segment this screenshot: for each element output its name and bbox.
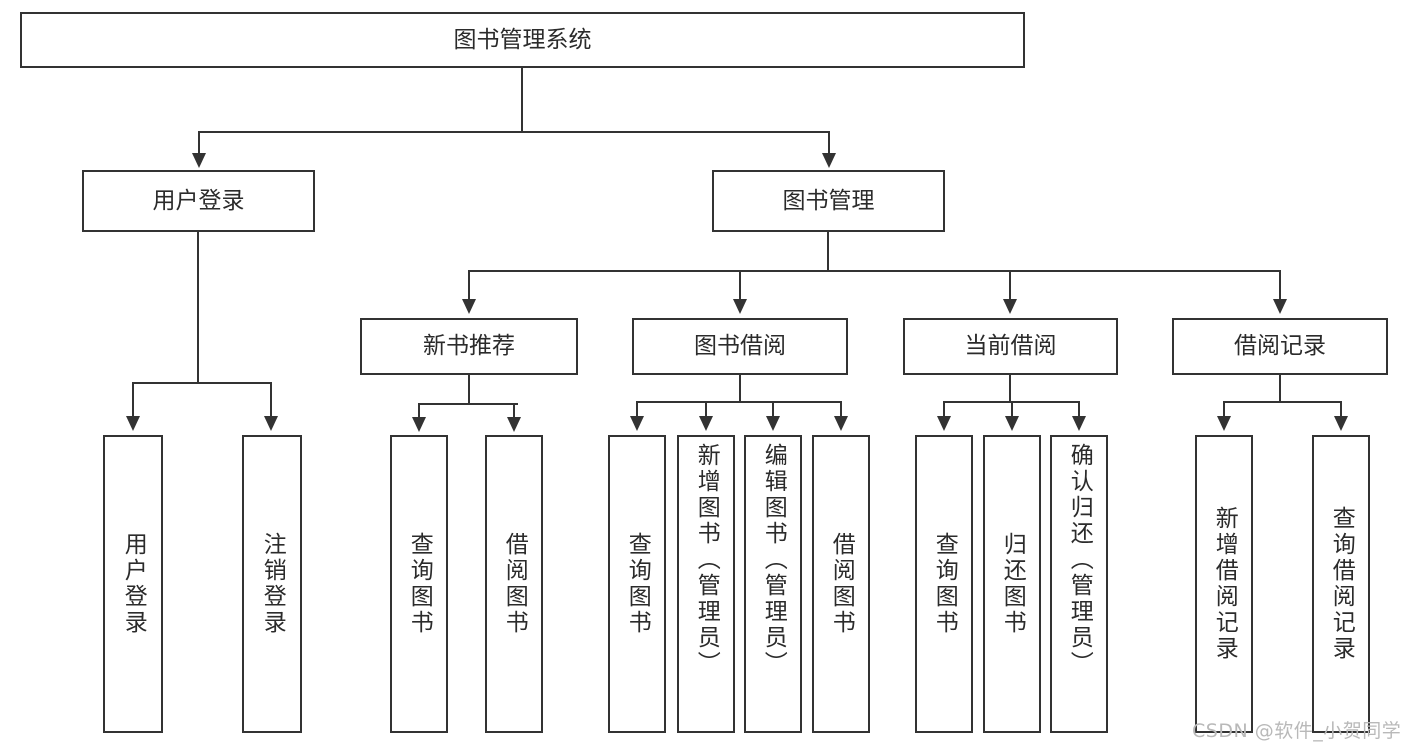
leaf-query-book-current[interactable]: 查询图书 bbox=[915, 435, 973, 733]
arrow-to-leaf-borrow-book-1 bbox=[507, 417, 521, 432]
connector-drop-new-book-rec bbox=[468, 270, 470, 300]
connector-drop-leaf-borrow-book-2 bbox=[840, 401, 842, 417]
node-label: 归还图书 bbox=[999, 532, 1026, 636]
node-label: 借阅图书 bbox=[828, 532, 855, 636]
node-label: 新增图书（管理员） bbox=[693, 443, 720, 677]
connector-root-stem bbox=[521, 68, 523, 133]
arrow-to-leaf-user-login bbox=[126, 416, 140, 431]
node-label: 新书推荐 bbox=[423, 333, 515, 360]
connector-borrow-records-stem bbox=[1279, 375, 1281, 403]
connector-new-book-rec-bus bbox=[418, 403, 518, 405]
node-label: 借阅记录 bbox=[1234, 333, 1326, 360]
leaf-return-book[interactable]: 归还图书 bbox=[983, 435, 1041, 733]
connector-drop-leaf-edit-book bbox=[772, 401, 774, 417]
node-label: 借阅图书 bbox=[501, 532, 528, 636]
connector-user-login-stem bbox=[197, 232, 199, 384]
connector-book-borrow-bus bbox=[636, 401, 841, 403]
arrow-to-borrow-records bbox=[1273, 299, 1287, 314]
arrow-to-leaf-query-book-3 bbox=[937, 416, 951, 431]
connector-book-management-bus bbox=[468, 270, 1281, 272]
node-borrowing-records[interactable]: 借阅记录 bbox=[1172, 318, 1388, 375]
node-root-library-management-system[interactable]: 图书管理系统 bbox=[20, 12, 1025, 68]
connector-book-management-stem bbox=[827, 232, 829, 272]
arrow-to-new-book-rec bbox=[462, 299, 476, 314]
node-label: 查询图书 bbox=[406, 532, 433, 636]
arrow-to-leaf-return-book bbox=[1005, 416, 1019, 431]
arrow-to-current-borrow bbox=[1003, 299, 1017, 314]
leaf-confirm-return-admin[interactable]: 确认归还（管理员） bbox=[1050, 435, 1108, 733]
node-label: 查询图书 bbox=[624, 532, 651, 636]
connector-drop-leaf-return-book bbox=[1011, 401, 1013, 417]
connector-root-bus bbox=[198, 131, 830, 133]
connector-drop-leaf-query-book-3 bbox=[943, 401, 945, 417]
connector-drop-leaf-borrow-book-1 bbox=[513, 403, 515, 418]
node-label: 查询图书 bbox=[931, 532, 958, 636]
node-label: 编辑图书（管理员） bbox=[760, 443, 787, 677]
connector-drop-leaf-add-book bbox=[705, 401, 707, 417]
arrow-to-leaf-query-book-2 bbox=[630, 416, 644, 431]
connector-new-book-rec-stem bbox=[468, 375, 470, 405]
leaf-borrow-book-newbook[interactable]: 借阅图书 bbox=[485, 435, 543, 733]
arrow-to-book-borrow bbox=[733, 299, 747, 314]
leaf-borrow-book-borrowing[interactable]: 借阅图书 bbox=[812, 435, 870, 733]
arrow-to-leaf-confirm-return bbox=[1072, 416, 1086, 431]
connector-current-borrow-stem bbox=[1009, 375, 1011, 403]
leaf-logout[interactable]: 注销登录 bbox=[242, 435, 302, 733]
leaf-query-book-newbook[interactable]: 查询图书 bbox=[390, 435, 448, 733]
arrow-to-leaf-edit-book bbox=[766, 416, 780, 431]
arrow-to-leaf-query-record bbox=[1334, 416, 1348, 431]
node-user-login[interactable]: 用户登录 bbox=[82, 170, 315, 232]
connector-drop-borrow-records bbox=[1279, 270, 1281, 300]
connector-drop-leaf-confirm-return bbox=[1078, 401, 1080, 417]
connector-drop-current-borrow bbox=[1009, 270, 1011, 300]
node-label: 查询借阅记录 bbox=[1328, 506, 1355, 662]
node-new-book-recommendation[interactable]: 新书推荐 bbox=[360, 318, 578, 375]
node-label: 当前借阅 bbox=[964, 333, 1057, 360]
leaf-query-borrow-record[interactable]: 查询借阅记录 bbox=[1312, 435, 1370, 733]
leaf-query-book-borrowing[interactable]: 查询图书 bbox=[608, 435, 666, 733]
connector-drop-leaf-logout bbox=[270, 382, 272, 417]
arrow-to-leaf-logout bbox=[264, 416, 278, 431]
connector-book-borrow-stem bbox=[739, 375, 741, 403]
node-label: 确认归还（管理员） bbox=[1066, 443, 1093, 677]
connector-current-borrow-bus bbox=[943, 401, 1078, 403]
arrow-to-book-management bbox=[822, 153, 836, 168]
node-label: 新增借阅记录 bbox=[1211, 506, 1238, 662]
node-book-borrowing[interactable]: 图书借阅 bbox=[632, 318, 848, 375]
node-label: 用户登录 bbox=[120, 532, 147, 636]
connector-borrow-records-bus bbox=[1223, 401, 1341, 403]
leaf-add-borrow-record[interactable]: 新增借阅记录 bbox=[1195, 435, 1253, 733]
arrow-to-leaf-add-record bbox=[1217, 416, 1231, 431]
node-label: 用户登录 bbox=[152, 187, 245, 214]
connector-drop-leaf-query-book-2 bbox=[636, 401, 638, 417]
connector-user-login-bus bbox=[132, 382, 272, 384]
connector-drop-leaf-query-book-1 bbox=[418, 403, 420, 418]
leaf-edit-book-admin[interactable]: 编辑图书（管理员） bbox=[744, 435, 802, 733]
leaf-add-book-admin[interactable]: 新增图书（管理员） bbox=[677, 435, 735, 733]
connector-drop-book-borrow bbox=[739, 270, 741, 300]
arrow-to-leaf-add-book bbox=[699, 416, 713, 431]
node-book-management[interactable]: 图书管理 bbox=[712, 170, 945, 232]
arrow-to-user-login bbox=[192, 153, 206, 168]
arrow-to-leaf-borrow-book-2 bbox=[834, 416, 848, 431]
connector-drop-leaf-query-record bbox=[1340, 401, 1342, 417]
connector-drop-leaf-add-record bbox=[1223, 401, 1225, 417]
connector-drop-user-login bbox=[198, 131, 200, 155]
node-label: 图书管理 bbox=[782, 187, 875, 214]
connector-drop-book-management bbox=[828, 131, 830, 155]
connector-drop-leaf-user-login bbox=[132, 382, 134, 417]
node-current-borrowing[interactable]: 当前借阅 bbox=[903, 318, 1118, 375]
arrow-to-leaf-query-book-1 bbox=[412, 417, 426, 432]
leaf-user-login[interactable]: 用户登录 bbox=[103, 435, 163, 733]
node-label: 注销登录 bbox=[259, 532, 286, 636]
node-label: 图书借阅 bbox=[694, 333, 786, 360]
node-label: 图书管理系统 bbox=[453, 26, 592, 53]
